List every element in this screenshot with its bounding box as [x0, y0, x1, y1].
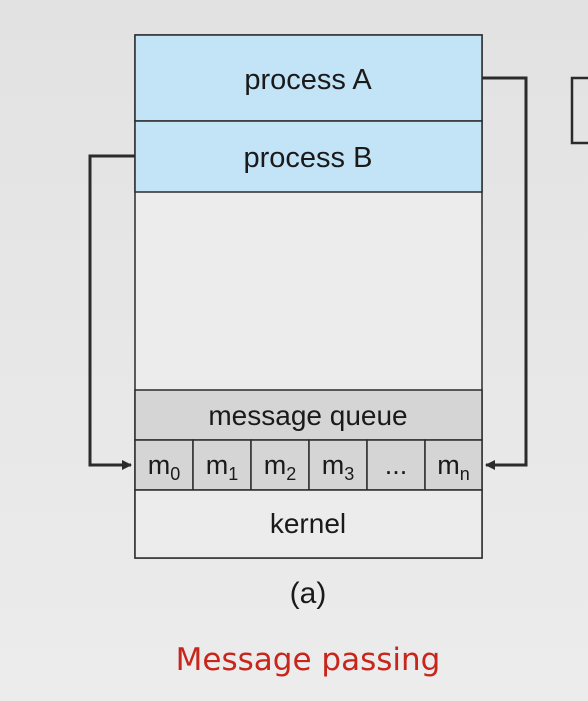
slide-title: Message passing — [175, 642, 441, 678]
queue-cell-label: m3 — [322, 450, 355, 484]
queue-cell — [250, 439, 310, 491]
adjacent-diagram-box — [570, 76, 588, 145]
queue-cell-base: m — [206, 450, 229, 480]
process-a-box — [134, 34, 483, 122]
queue-cell — [308, 439, 368, 491]
message-queue-label: message queue — [208, 400, 407, 431]
process-b-box — [134, 120, 483, 193]
message-queue-box — [134, 389, 483, 441]
queue-cell-subscript: n — [460, 464, 470, 484]
queue-cell — [424, 439, 483, 491]
kernel-label: kernel — [270, 508, 346, 539]
queue-cell-base: ... — [385, 450, 408, 480]
queue-cell-label: m0 — [148, 450, 181, 484]
queue-cell-label: ... — [385, 450, 408, 480]
arrow-process-b-to-queue — [88, 154, 135, 470]
process-a-label: process A — [244, 64, 372, 96]
queue-cell-base: m — [148, 450, 171, 480]
queue-cell-label: m1 — [206, 450, 239, 484]
queue-cell-base: m — [322, 450, 345, 480]
queue-cell — [192, 439, 252, 491]
queue-cell-subscript: 1 — [228, 464, 238, 484]
arrow-process-a-to-queue — [482, 76, 528, 470]
queue-cell-label: m2 — [264, 450, 297, 484]
queue-cell — [366, 439, 426, 491]
diagram-caption: (a) — [289, 577, 327, 610]
queue-cell-subscript: 2 — [286, 464, 296, 484]
queue-cell-subscript: 0 — [170, 464, 180, 484]
process-b-label: process B — [244, 142, 373, 174]
queue-cell-subscript: 3 — [344, 464, 354, 484]
queue-cell-label: mn — [437, 450, 470, 484]
queue-cell-base: m — [264, 450, 287, 480]
queue-cell-base: m — [437, 450, 460, 480]
kernel-box — [134, 489, 483, 559]
